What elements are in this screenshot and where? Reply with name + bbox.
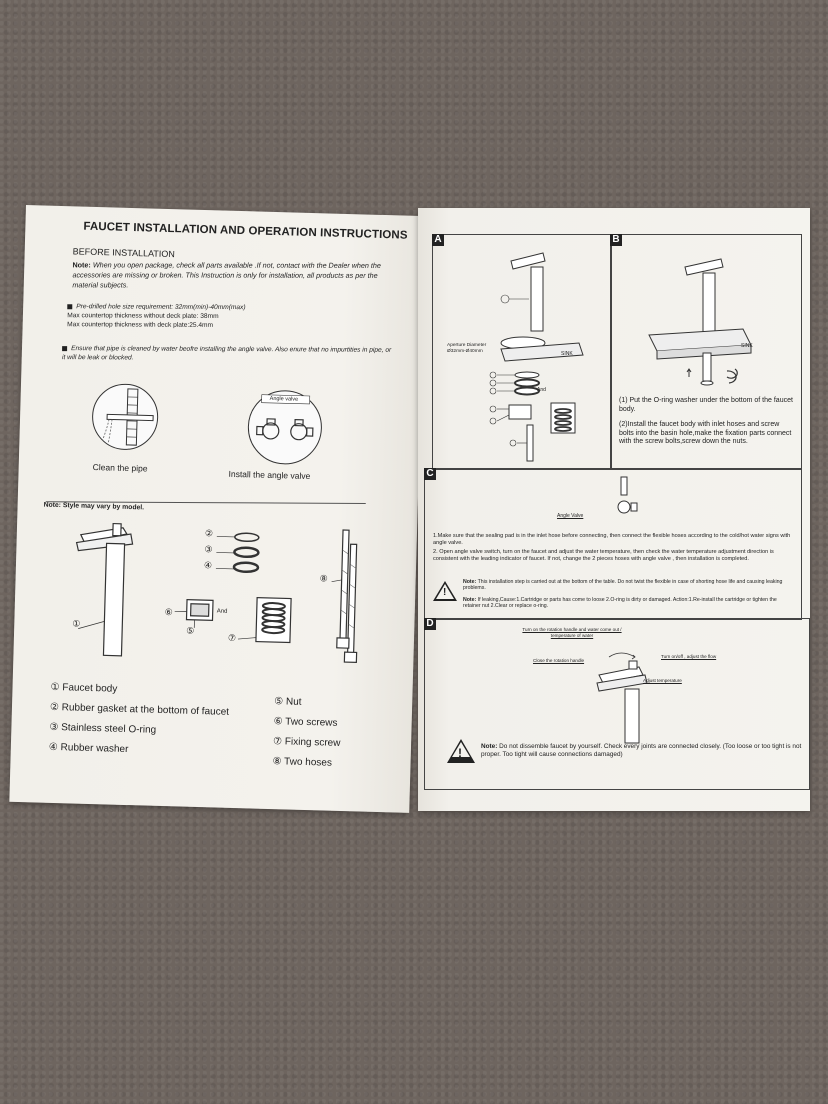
panel-a-sink-label: SINK	[561, 351, 573, 357]
angle-valve-illustration: Angle valve	[246, 389, 323, 466]
panel-b: B SINK (1) Put the O-ring washer under t…	[610, 234, 802, 470]
panel-a-label: A	[432, 234, 444, 246]
panel-b-label: B	[610, 234, 622, 246]
panel-b-drawing	[648, 258, 752, 386]
panel-c: C Angle Valve 1.Make sure that the seali…	[424, 468, 802, 620]
callout-turn-on-handle: Turn on the rotation handle and water co…	[522, 627, 622, 638]
panel-a: A	[432, 234, 612, 470]
callout-5: ⑤	[186, 625, 195, 636]
panel-c-label: C	[424, 468, 436, 480]
intro-note-text: When you open package, check all parts a…	[72, 260, 381, 290]
callout-7: ⑦	[227, 632, 237, 644]
caption-clean-pipe: Clean the pipe	[92, 461, 148, 474]
panel-a-drawing	[489, 252, 584, 462]
warning-exclamation-icon: !	[458, 746, 462, 760]
panel-d: D Turn on the rotation handle and water …	[424, 618, 810, 790]
panel-d-label: D	[424, 618, 436, 630]
panel-c-note-2: Note: If leaking,Cause:1.Cartridge or pa…	[463, 597, 793, 609]
wall-pipe-icon	[102, 388, 154, 446]
pipe-clean-bullet: Ensure that pipe is cleaned by water beo…	[62, 344, 392, 364]
warning-icon	[447, 739, 475, 763]
intro-note: Note: When you open package, check all p…	[72, 260, 404, 291]
callout-adjust-temperature: Adjust temperature	[643, 678, 682, 683]
panel-a-and-label: And	[537, 387, 546, 393]
faucet-body-drawing	[75, 522, 134, 657]
parts-list-right: ⑤ Nut ⑥ Two screws ⑦ Fixing screw ⑧ Two …	[272, 692, 374, 775]
panel-c-item-1: 1.Make sure that the sealing pad is in t…	[433, 533, 791, 546]
callout-3: ③	[204, 544, 213, 555]
list-item: ⑥ Two screws	[273, 716, 338, 729]
panel-d-faucet-drawing	[596, 652, 648, 744]
panel-c-note-1-label: Note:	[463, 579, 477, 585]
aperture-text: Aperture Diameter	[447, 343, 487, 348]
hole-size-requirements: Pre-drilled hole size requirement: 32mm(…	[67, 302, 397, 331]
callout-6: ⑥	[164, 607, 173, 618]
angle-valve-hose-icon	[617, 476, 638, 514]
bullet-square-icon	[67, 303, 73, 309]
panel-c-note-2-label: Note:	[463, 597, 477, 603]
callout-4: ④	[203, 560, 213, 571]
left-page: FAUCET INSTALLATION AND OPERATION INSTRU…	[9, 205, 426, 813]
callout-1: ①	[72, 618, 81, 629]
parts-illustration	[75, 522, 358, 664]
caption-install-valve: Install the angle valve	[228, 468, 311, 482]
angle-valve-label: Angle Valve	[557, 513, 584, 519]
angle-valve-icon	[256, 394, 314, 441]
aperture-label: Aperture Diameter Ø32mm-Ø40mm	[447, 343, 507, 354]
list-item: ⑧ Two hoses	[272, 756, 333, 769]
list-item: ⑦ Fixing screw	[272, 736, 341, 749]
callout-8: ⑧	[319, 573, 328, 584]
panel-d-note: Note: Do not dissemble faucet by yoursel…	[481, 743, 807, 759]
style-note: Note: Style may vary by model.	[43, 501, 145, 512]
pipe-clean-text: Ensure that pipe is cleaned by water beo…	[62, 345, 392, 362]
panel-d-note-text: Do not dissemble faucet by yourself. Che…	[481, 743, 802, 758]
panel-c-note-1-text: This installation step is carried out at…	[463, 579, 783, 592]
angle-valve-tag: Angle valve	[269, 395, 299, 403]
hole-size-line: Pre-drilled hole size requirement: 32mm(…	[76, 303, 246, 312]
panel-b-step-2: (2)Install the faucet body with inlet ho…	[619, 421, 792, 445]
clean-pipe-illustration	[91, 382, 160, 451]
callout-close-handle: Close the rotation handle	[533, 658, 585, 663]
panel-c-item-2: 2. Open angle valve switch, turn on the …	[433, 549, 774, 562]
thickness-with-plate: Max countertop thickness with deck plate…	[67, 321, 214, 329]
panel-c-note-1: Note: This installation step is carried …	[463, 579, 793, 591]
parts-list-left: ① Faucet body ② Rubber gasket at the bot…	[49, 678, 261, 764]
panel-c-note-2-text: If leaking,Cause:1.Cartridge or parts ha…	[463, 597, 777, 610]
panel-d-note-label: Note:	[481, 743, 498, 750]
panel-b-step-1: (1) Put the O-ring washer under the bott…	[619, 397, 793, 413]
panel-b-sink-label: SINK	[741, 343, 753, 349]
callout-2: ②	[204, 528, 214, 539]
callout-adjust-flow: Turn on/off , adjust the flow	[661, 654, 717, 659]
intro-note-label: Note:	[72, 260, 91, 270]
list-item: ⑤ Nut	[274, 696, 302, 708]
before-installation-heading: BEFORE INSTALLATION	[72, 246, 176, 260]
parts-and-label: And	[216, 608, 228, 615]
right-page: A	[418, 208, 810, 811]
warning-exclamation-icon: !	[443, 587, 447, 598]
page-title: FAUCET INSTALLATION AND OPERATION INSTRU…	[83, 220, 408, 242]
aperture-size: Ø32mm-Ø40mm	[447, 348, 483, 354]
warning-icon	[433, 581, 457, 601]
bullet-square-icon	[62, 345, 68, 351]
